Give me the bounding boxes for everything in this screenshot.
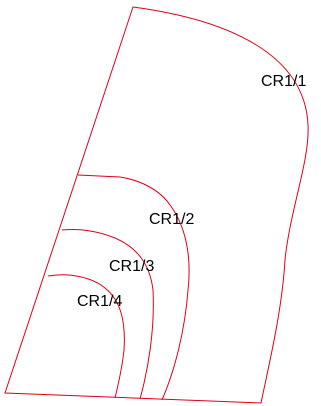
label-cr1-1: CR1/1 — [261, 73, 306, 90]
contour-cr1-3 — [61, 229, 154, 400]
label-cr1-4: CR1/4 — [77, 293, 122, 310]
label-cr1-2: CR1/2 — [149, 211, 194, 228]
contour-cr1-4 — [47, 274, 125, 399]
contour-cr1-2 — [77, 174, 190, 401]
outer-boundary — [4, 6, 309, 404]
label-cr1-3: CR1/3 — [109, 258, 154, 275]
